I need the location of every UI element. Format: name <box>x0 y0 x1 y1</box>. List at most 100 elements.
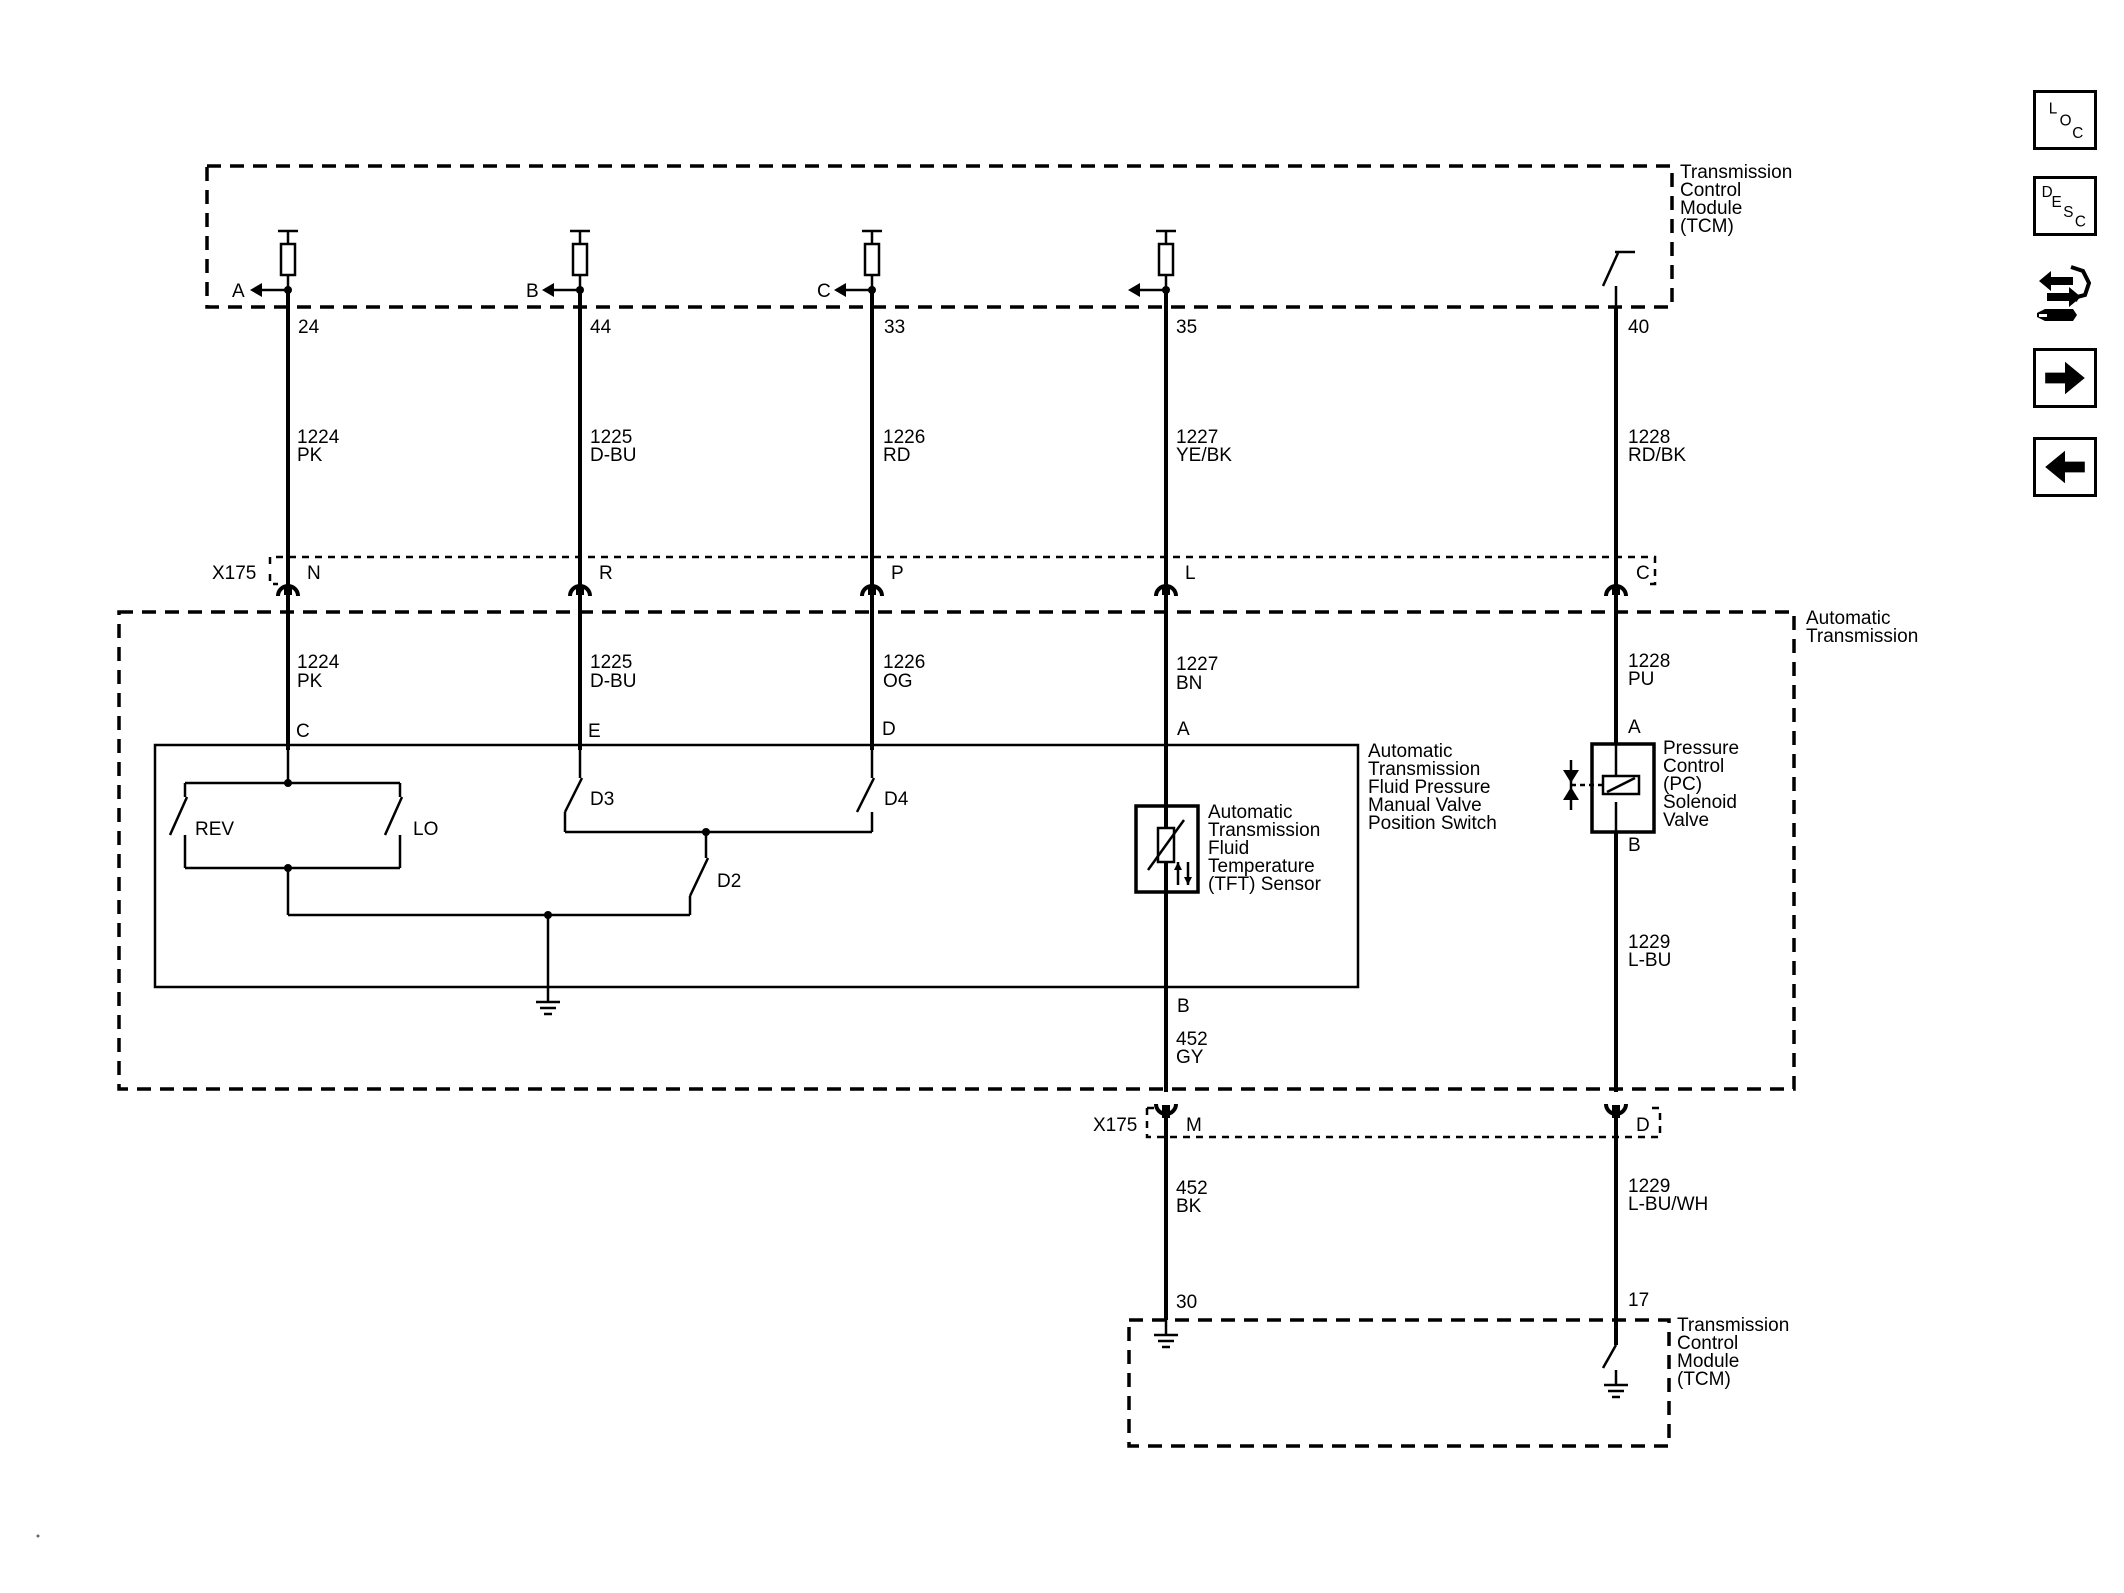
svg-text:452: 452 <box>1176 1178 1208 1199</box>
tcm-pin-40: 40 <box>1628 317 1649 338</box>
svg-text:1228: 1228 <box>1628 427 1670 448</box>
x175-pin-m: M <box>1186 1115 1202 1136</box>
svg-text:Fluid: Fluid <box>1208 838 1249 859</box>
svg-text:PU: PU <box>1628 669 1654 690</box>
wire-label-lower-5: 1228 PU <box>1628 651 1670 690</box>
pc-solenoid-label: Pressure Control (PC) Solenoid Valve <box>1663 738 1739 831</box>
x175-pin-r: R <box>599 563 613 584</box>
svg-text:(PC): (PC) <box>1663 774 1702 795</box>
switch-pin-c: C <box>296 721 310 742</box>
svg-text:D-BU: D-BU <box>590 671 636 692</box>
svg-text:RD: RD <box>883 445 910 466</box>
wire-label-lower-2: 1225 D-BU <box>590 652 636 692</box>
svg-text:Control: Control <box>1663 756 1724 777</box>
svg-text:L-BU/WH: L-BU/WH <box>1628 1194 1708 1215</box>
svg-text:Control: Control <box>1680 180 1741 201</box>
svg-text:Automatic: Automatic <box>1806 608 1890 629</box>
svg-text:S: S <box>2063 204 2073 221</box>
svg-text:Fluid Pressure: Fluid Pressure <box>1368 777 1491 798</box>
svg-text:1228: 1228 <box>1628 651 1670 672</box>
switch-label-d3: D3 <box>590 789 614 810</box>
tcm-top-label: Transmission Control Module (TCM) <box>1680 162 1792 237</box>
switch-label-d2: D2 <box>717 871 741 892</box>
tcm-pin-33: 33 <box>884 317 905 338</box>
svg-text:OG: OG <box>883 671 913 692</box>
svg-text:Transmission: Transmission <box>1680 162 1792 183</box>
svg-text:PK: PK <box>297 445 323 466</box>
tcm-low-side-driver <box>1601 250 1635 307</box>
switch-network <box>168 750 876 1016</box>
wire-label-lower-4: 1227 BN <box>1176 654 1218 694</box>
svg-text:(TCM): (TCM) <box>1677 1369 1731 1390</box>
solenoid-pin-a: A <box>1628 717 1641 738</box>
wire-label-upper-5: 1228 RD/BK <box>1628 427 1686 466</box>
connector-view-button[interactable] <box>2033 255 2097 330</box>
svg-text:D: D <box>2042 184 2053 201</box>
svg-text:1225: 1225 <box>590 652 632 673</box>
desc-button[interactable]: D E S C <box>2033 176 2097 236</box>
svg-text:Module: Module <box>1680 198 1742 219</box>
tcm-pin-17: 17 <box>1628 1290 1649 1311</box>
x175-pin-l: L <box>1185 563 1196 584</box>
switch-pin-d: D <box>882 719 896 740</box>
svg-text:Automatic: Automatic <box>1208 802 1292 823</box>
automatic-transmission-boundary <box>117 610 1796 1091</box>
arrow-label-a: A <box>232 281 245 302</box>
tft-sensor-symbol <box>1134 804 1200 894</box>
svg-text:C: C <box>2072 125 2083 142</box>
connector-arrows-icon <box>2037 265 2092 321</box>
svg-text:1229: 1229 <box>1628 1176 1670 1197</box>
arrow-label-b: B <box>526 281 539 302</box>
svg-text:PK: PK <box>297 671 323 692</box>
x175-upper-terminals <box>276 584 1628 597</box>
svg-text:BN: BN <box>1176 673 1202 694</box>
wire-label-452-gy: 452 GY <box>1176 1029 1208 1068</box>
switch-label-lo: LO <box>413 819 438 840</box>
switch-label-d4: D4 <box>884 789 909 810</box>
svg-text:1227: 1227 <box>1176 427 1218 448</box>
tcm-terminal-1: A <box>232 229 298 302</box>
tcm-top-boundary <box>205 164 1674 309</box>
svg-text:452: 452 <box>1176 1029 1208 1050</box>
svg-text:(TFT) Sensor: (TFT) Sensor <box>1208 874 1322 895</box>
solenoid-pin-b: B <box>1628 835 1641 856</box>
svg-text:1226: 1226 <box>883 652 925 673</box>
tcm-pin-30: 30 <box>1176 1292 1197 1313</box>
tcm-terminal-4 <box>1128 229 1176 297</box>
wire-label-lower-3: 1226 OG <box>883 652 925 692</box>
tcm-pin-24: 24 <box>298 317 320 338</box>
wire-label-1229-lbuwh: 1229 L-BU/WH <box>1628 1176 1708 1215</box>
automatic-transmission-label: Automatic Transmission <box>1806 608 1918 647</box>
x175-lower-terminals <box>1154 1103 1628 1118</box>
x175-pin-d: D <box>1636 1115 1650 1136</box>
svg-text:Transmission: Transmission <box>1806 626 1918 647</box>
svg-text:O: O <box>2060 112 2072 129</box>
svg-text:GY: GY <box>1176 1047 1204 1068</box>
next-page-button[interactable] <box>2033 348 2097 408</box>
svg-text:Transmission: Transmission <box>1677 1315 1789 1336</box>
svg-text:1224: 1224 <box>297 652 340 673</box>
wire-label-upper-1: 1224 PK <box>297 427 340 466</box>
svg-text:Temperature: Temperature <box>1208 856 1315 877</box>
x175-lower-connector-outline <box>1145 1106 1662 1139</box>
svg-text:Position Switch: Position Switch <box>1368 813 1497 834</box>
svg-text:RD/BK: RD/BK <box>1628 445 1686 466</box>
tcm-bottom-ground-17 <box>1601 1344 1628 1399</box>
svg-text:1229: 1229 <box>1628 932 1670 953</box>
svg-text:1227: 1227 <box>1176 654 1218 675</box>
svg-text:L: L <box>2049 101 2058 118</box>
svg-text:Manual Valve: Manual Valve <box>1368 795 1482 816</box>
svg-text:Automatic: Automatic <box>1368 741 1452 762</box>
previous-page-button[interactable] <box>2033 437 2097 497</box>
wire-label-1229-lbu: 1229 L-BU <box>1628 932 1671 971</box>
x175-lower-label: X175 <box>1093 1115 1137 1136</box>
svg-text:D-BU: D-BU <box>590 445 636 466</box>
switch-pin-e: E <box>588 721 601 742</box>
arrow-label-c: C <box>817 281 831 302</box>
position-switch-box <box>153 743 1360 989</box>
wire-label-upper-3: 1226 RD <box>883 427 925 466</box>
loc-button[interactable]: L O C <box>2033 90 2097 150</box>
svg-text:Transmission: Transmission <box>1208 820 1320 841</box>
pc-solenoid-symbol <box>1563 742 1656 834</box>
